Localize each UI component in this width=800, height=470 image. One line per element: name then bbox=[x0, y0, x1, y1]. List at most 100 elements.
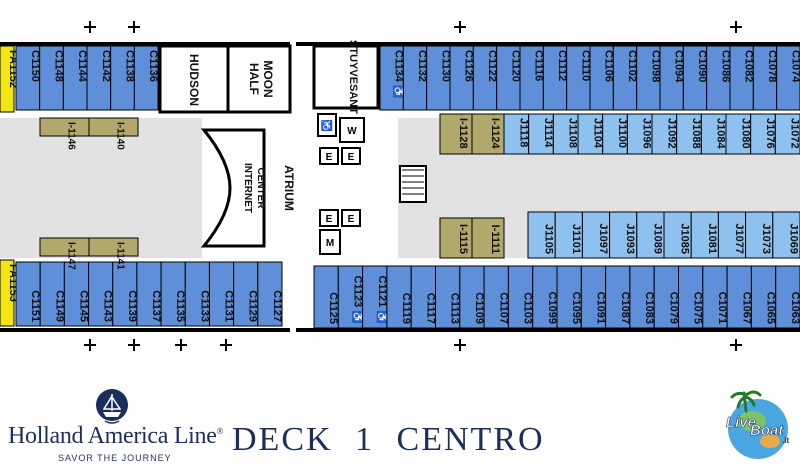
cabin-outside bbox=[15, 261, 41, 327]
cabin-outside bbox=[532, 265, 558, 329]
stuyvesant-label: STUYVESANT bbox=[347, 40, 359, 114]
cabin-inside bbox=[527, 211, 556, 259]
cabin-outside-label: C1109 bbox=[473, 292, 485, 324]
cabin-inside-label: J1080 bbox=[739, 118, 751, 149]
brand-tagline: SAVOR THE JOURNEY bbox=[58, 453, 172, 463]
cabin-outside bbox=[112, 261, 138, 327]
corridor-aft bbox=[0, 118, 202, 258]
cabin-inside-label: J1092 bbox=[665, 118, 677, 149]
half-moon-label: MOON bbox=[261, 60, 275, 97]
cabin-outside-label: C1087 bbox=[619, 292, 631, 324]
cabin-outside bbox=[678, 265, 704, 329]
stuyvesant-room bbox=[312, 44, 380, 110]
cabin-inside bbox=[725, 113, 752, 155]
fa-cabin bbox=[0, 45, 15, 113]
cabin-outside bbox=[775, 265, 800, 329]
cabin-inside-olive bbox=[88, 117, 139, 137]
elevator-label: E bbox=[326, 214, 333, 225]
cabin-outside-label: C1123 ♿ bbox=[351, 275, 364, 324]
cabin-outside-label: C1137 bbox=[150, 290, 162, 322]
cabin-inside-olive bbox=[471, 113, 505, 155]
cabin-outside bbox=[39, 261, 65, 327]
cabin-inside-label: J1097 bbox=[597, 223, 609, 254]
cabin-inside bbox=[663, 211, 692, 259]
cabin-outside-label: C1110 bbox=[579, 50, 591, 81]
cabin-inside-label: J1076 bbox=[764, 118, 776, 149]
cabin-inside bbox=[609, 211, 638, 259]
cabin-inside-olive bbox=[88, 237, 139, 257]
cabin-inside-olive-label: I-1115 bbox=[457, 224, 469, 254]
cabin-outside-label: C1090 bbox=[696, 50, 708, 82]
elevator-label: E bbox=[348, 152, 355, 163]
half-moon-label: HALF bbox=[247, 63, 261, 95]
cabin-outside-label: C1117 bbox=[424, 293, 436, 324]
cabin-inside-olive-label: I-1111 bbox=[489, 225, 501, 254]
cabin-outside-label: C1082 bbox=[743, 50, 755, 82]
muster-plus-icon bbox=[84, 339, 96, 351]
cabin-outside bbox=[605, 265, 631, 329]
cabin-outside bbox=[483, 265, 509, 329]
cabin-inside bbox=[676, 113, 702, 155]
cabin-inside-olive-label: I-1140 bbox=[115, 122, 126, 150]
muster-plus-icon bbox=[454, 339, 466, 351]
cabin-inside-label: J1105 bbox=[543, 224, 555, 254]
muster-plus-icon bbox=[128, 339, 140, 351]
cabin-outside-label: C1099 bbox=[546, 292, 558, 324]
cabin-inside-label: J1096 bbox=[641, 118, 653, 149]
muster-plus-icon bbox=[175, 339, 187, 351]
cabin-outside-label: C1138 bbox=[124, 50, 136, 82]
cabin-inside bbox=[626, 113, 653, 155]
restroom-men-label: M bbox=[326, 238, 334, 249]
cabin-outside bbox=[702, 265, 728, 329]
elevator bbox=[319, 209, 339, 227]
cabin-outside bbox=[133, 45, 159, 111]
cabin-outside bbox=[750, 265, 777, 329]
cabin-inside-olive-label: I-1146 bbox=[66, 122, 77, 150]
cabin-outside bbox=[136, 261, 162, 327]
half-moon-room bbox=[226, 44, 292, 114]
cabin-outside-label: C1130 bbox=[439, 50, 451, 82]
cabin-outside bbox=[386, 265, 412, 329]
cabin-outside-label: C1112 bbox=[556, 50, 568, 81]
cabin-outside-label: C1075 bbox=[692, 292, 704, 324]
badge-suffix: .it bbox=[782, 436, 789, 445]
cabin-outside-label: C1095 bbox=[570, 292, 582, 324]
cabin-outside-label: C1151 bbox=[29, 290, 41, 322]
atrium-label: ATRIUM bbox=[282, 165, 296, 211]
cabin-inside bbox=[552, 113, 579, 155]
elevator-label: E bbox=[326, 152, 333, 163]
cabin-outside-label: C1086 bbox=[719, 50, 731, 82]
cabin-outside-label: C1129 bbox=[247, 290, 259, 322]
internet-center-label: CENTER bbox=[255, 167, 266, 209]
cabin-inside bbox=[503, 113, 530, 155]
cabin-inside-label: J1085 bbox=[679, 223, 691, 254]
cabin-outside bbox=[233, 261, 259, 327]
cabin-outside-label: C1116 bbox=[533, 50, 545, 81]
cabin-inside-label: J1114 bbox=[542, 118, 554, 148]
hudson-label: HUDSON bbox=[187, 54, 201, 106]
cabin-outside-label: C1132 bbox=[416, 50, 428, 82]
cabin-outside-label: C1119 bbox=[400, 293, 412, 324]
cabin-outside-label: C1078 bbox=[766, 50, 778, 82]
deck-title: DECK 1 CENTRO bbox=[232, 421, 545, 458]
staircase-icon bbox=[399, 165, 427, 203]
cabin-outside-label: C1134 ♿ bbox=[393, 50, 406, 99]
muster-plus-icon bbox=[84, 21, 96, 33]
muster-plus-icon bbox=[730, 21, 742, 33]
cabin-outside-label: C1143 bbox=[102, 290, 114, 322]
cabin-inside bbox=[774, 113, 800, 155]
cabin-outside-label: C1067 bbox=[740, 292, 752, 324]
palm-tree-icon bbox=[730, 390, 762, 413]
cabin-inside-label: J1069 bbox=[787, 223, 799, 254]
cabin-inside bbox=[717, 211, 747, 259]
cabin-outside-label: C1150 bbox=[29, 50, 41, 82]
cabin-outside bbox=[507, 265, 534, 329]
cabin-inside-olive bbox=[39, 117, 90, 137]
cabin-outside-label: C1094 bbox=[673, 50, 685, 83]
cabin-outside bbox=[580, 265, 607, 329]
cabin-outside bbox=[63, 261, 90, 327]
cabin-outside-label: C1145 bbox=[77, 290, 89, 322]
elevator bbox=[341, 209, 361, 227]
elevator-label: E bbox=[348, 214, 355, 225]
